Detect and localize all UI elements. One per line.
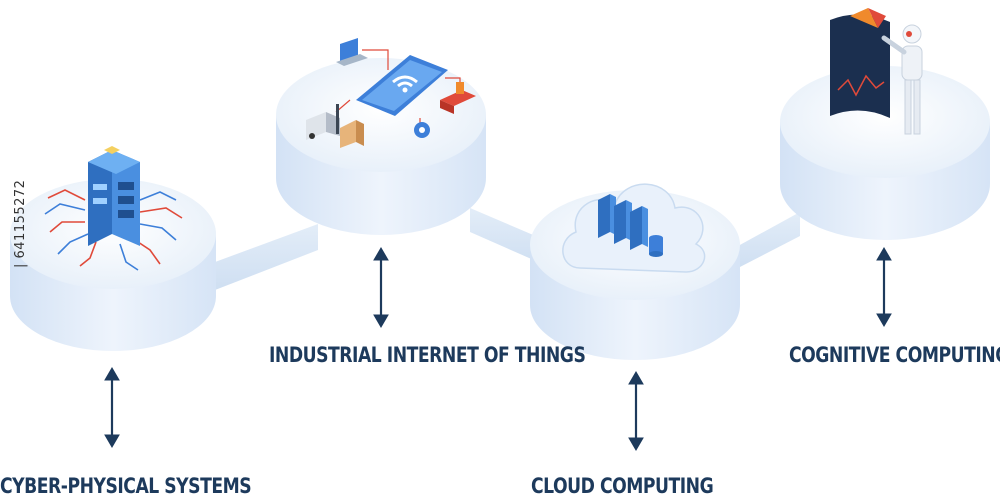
- robot-arm-icon: [440, 82, 476, 114]
- data-servers-icon: [598, 194, 663, 257]
- bridge-3: [738, 212, 800, 268]
- holo-screen-icon: [830, 8, 890, 118]
- platform-iiot: [276, 58, 486, 235]
- label-cyber-physical-systems: CYBER-PHYSICAL SYSTEMS: [0, 474, 252, 498]
- arrow-cloud: [628, 371, 644, 451]
- smartphone-wifi-icon: [356, 55, 448, 116]
- forklift-icon: [306, 104, 364, 148]
- label-cognitive-computing: COGNITIVE COMPUTING: [789, 343, 1000, 367]
- bridge-2: [470, 208, 545, 265]
- gear-icon: [414, 122, 430, 138]
- bridge-1: [215, 224, 318, 290]
- robot-icon: [881, 24, 923, 135]
- label-industrial-internet-of-things: INDUSTRIAL INTERNET OF THINGS: [269, 343, 586, 367]
- arrow-cps: [104, 367, 120, 448]
- platform-cps: [10, 179, 216, 351]
- laptop-icon: [336, 38, 368, 66]
- stock-id-text: | 641155272: [13, 179, 28, 268]
- label-cloud-computing: CLOUD COMPUTING: [531, 474, 714, 498]
- arrow-iiot: [373, 247, 389, 328]
- server-tower-icon: [44, 146, 183, 271]
- arrow-cognitive: [876, 247, 892, 327]
